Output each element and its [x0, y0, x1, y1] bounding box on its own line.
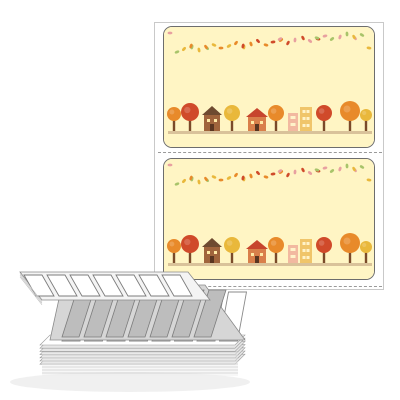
leaf-icon	[345, 31, 349, 37]
leaf-icon	[301, 167, 305, 173]
folded-label-outline	[46, 274, 78, 297]
ground-strip	[168, 131, 372, 134]
leaf-icon	[189, 175, 193, 181]
leaf-icon	[174, 50, 180, 54]
leaf-icon	[226, 176, 232, 180]
label-card-2	[163, 158, 375, 280]
house-icon	[246, 108, 268, 131]
house-icon	[288, 245, 298, 263]
leaf-icon	[204, 44, 208, 50]
tree-icon	[268, 237, 284, 263]
folded-label-outline	[115, 274, 147, 297]
fold-line-top	[158, 152, 382, 153]
leaf-icon	[241, 175, 245, 181]
leaf-icon	[270, 40, 276, 44]
tree-icon	[167, 239, 181, 263]
folded-label-outline	[92, 274, 124, 297]
leaf-icon	[256, 170, 260, 176]
leaf-icon	[286, 40, 290, 46]
leaf-icon	[322, 34, 328, 38]
label-card-1	[163, 26, 375, 148]
leaf-icon	[359, 165, 365, 169]
tree-icon	[340, 101, 360, 131]
leaf-icon	[204, 176, 208, 182]
leaf-icon	[345, 163, 349, 169]
tree-icon	[224, 105, 240, 131]
leaf-icon	[249, 41, 253, 47]
leaf-icon	[167, 163, 173, 167]
tree-icon	[167, 107, 181, 131]
leaf-icon	[167, 31, 173, 35]
leaf-icon	[329, 169, 335, 173]
tree-icon	[316, 237, 332, 263]
leaf-icon	[307, 171, 313, 175]
leaf-icon	[277, 37, 283, 41]
leaf-icon	[174, 182, 180, 186]
tree-icon	[268, 105, 284, 131]
leaf-icon	[211, 175, 217, 179]
house-icon	[246, 240, 268, 263]
house-icon	[288, 113, 298, 131]
leaf-icon	[197, 179, 201, 185]
folded-label-outline	[171, 289, 205, 338]
leaf-icon	[314, 36, 320, 40]
leaf-icon	[366, 178, 372, 182]
tree-icon	[224, 237, 240, 263]
leaf-icon	[189, 43, 193, 49]
house-icon	[202, 106, 222, 131]
house-icon	[202, 238, 222, 263]
leaf-icon	[182, 179, 186, 183]
leaf-icon	[359, 33, 365, 37]
folded-label-outline	[161, 274, 193, 297]
fold-line-bottom	[158, 286, 382, 287]
autumn-town-scene	[164, 27, 374, 147]
leaf-icon	[352, 34, 356, 40]
leaf-icon	[263, 175, 269, 179]
tree-icon	[340, 233, 360, 263]
leaf-icon	[249, 173, 253, 179]
leaf-icon	[218, 178, 224, 182]
leaf-icon	[352, 166, 356, 172]
ground-strip	[168, 263, 372, 266]
autumn-town-scene	[164, 159, 374, 279]
leaf-icon	[218, 46, 224, 50]
leaf-icon	[241, 43, 245, 49]
leaf-icon	[286, 172, 290, 178]
leaf-icon	[197, 47, 201, 53]
house-icon	[300, 107, 312, 131]
leaf-icon	[366, 46, 372, 50]
folded-label-outline	[193, 289, 227, 338]
leaf-icon	[256, 38, 260, 44]
leaf-icon	[338, 166, 342, 172]
leaf-icon	[270, 172, 276, 176]
house-icon	[300, 239, 312, 263]
leaf-icon	[277, 169, 283, 173]
tree-icon	[316, 105, 332, 131]
leaf-icon	[293, 37, 297, 43]
leaf-icon	[307, 39, 313, 43]
leaf-icon	[322, 166, 328, 170]
leaf-icon	[338, 34, 342, 40]
folded-label-outline	[138, 274, 170, 297]
leaf-icon	[234, 172, 238, 178]
leaf-icon	[263, 43, 269, 47]
leaf-icon	[329, 37, 335, 41]
leaf-icon	[234, 40, 238, 46]
tree-icon	[181, 103, 199, 131]
leaf-icon	[182, 47, 186, 51]
folded-label-outline	[69, 274, 101, 297]
tree-icon	[360, 241, 372, 263]
leaf-icon	[293, 169, 297, 175]
leaf-icon	[314, 168, 320, 172]
leaf-icon	[211, 43, 217, 47]
leaf-icon	[226, 44, 232, 48]
tree-icon	[360, 109, 372, 131]
tree-icon	[181, 235, 199, 263]
leaf-icon	[301, 35, 305, 41]
